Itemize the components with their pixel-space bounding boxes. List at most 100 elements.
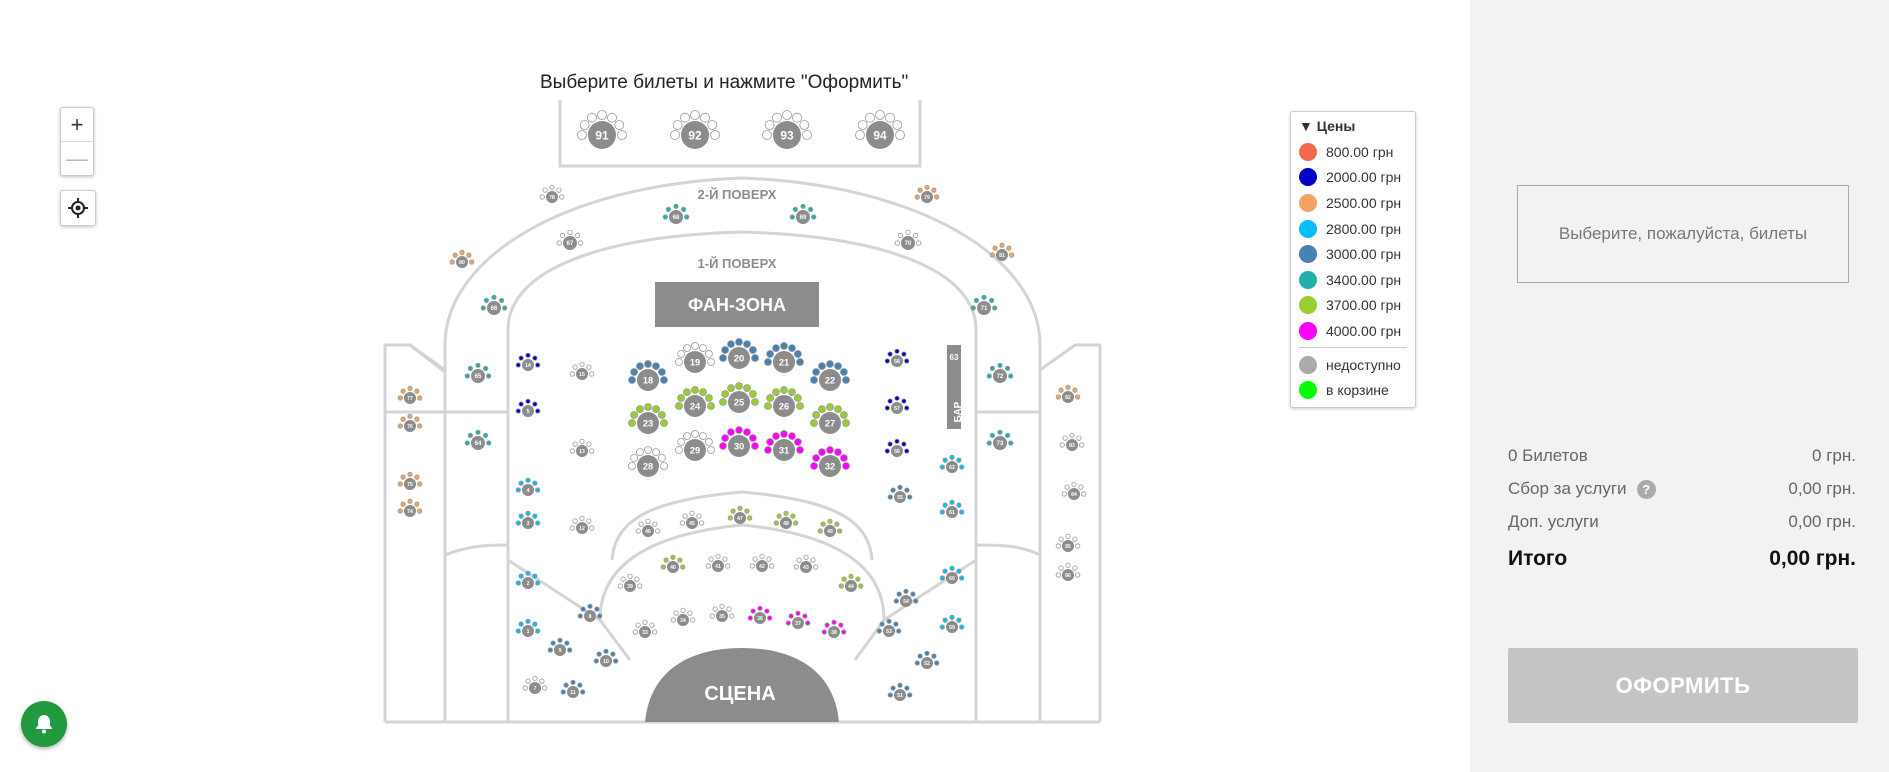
seat[interactable] [630,411,638,419]
table-27[interactable]: 27 [810,403,850,435]
seat[interactable] [751,398,759,406]
seat[interactable] [535,580,541,586]
seat[interactable] [480,305,486,311]
seat[interactable] [680,206,687,212]
seat[interactable] [810,462,818,470]
seat[interactable] [556,240,562,246]
seat[interactable] [607,112,617,123]
locate-button[interactable] [60,190,96,226]
seat[interactable] [563,682,569,688]
table-disc[interactable] [576,368,588,380]
seat[interactable] [557,637,563,643]
seat[interactable] [1064,484,1070,490]
seat[interactable] [515,362,521,368]
seat[interactable] [986,373,992,379]
seat[interactable] [637,583,643,589]
seat[interactable] [719,354,727,362]
table-disc[interactable] [546,191,558,203]
table-18[interactable]: 18 [628,360,668,392]
seat[interactable] [535,628,541,634]
table-disc[interactable] [522,625,534,637]
table-disc[interactable] [819,412,841,434]
seat[interactable] [894,348,900,354]
seat[interactable] [699,388,707,397]
seat[interactable] [644,446,652,454]
seat[interactable] [683,388,691,397]
table-14[interactable]: 14 [515,352,541,371]
seat[interactable] [826,403,834,411]
table-disc[interactable] [921,657,933,669]
table-12[interactable]: 12 [569,515,595,534]
seat[interactable] [683,344,691,353]
table-disc[interactable] [686,517,698,529]
seat[interactable] [959,624,965,630]
seat[interactable] [884,448,890,454]
table-38[interactable]: 38 [821,619,847,638]
seat[interactable] [665,206,672,212]
seat[interactable] [913,598,919,604]
seat[interactable] [959,509,965,515]
seat[interactable] [683,432,691,441]
table-disc[interactable] [728,391,750,413]
seat[interactable] [1009,252,1015,258]
seat[interactable] [579,361,585,367]
zoom-out-button[interactable]: — [61,141,93,175]
seat[interactable] [525,477,531,483]
table-86[interactable]: 86 [1055,562,1081,581]
seat[interactable] [572,364,578,370]
table-disc[interactable] [639,626,651,638]
table-82[interactable]: 82 [1055,384,1081,403]
table-disc[interactable] [642,525,654,537]
table-disc[interactable] [894,491,906,503]
seat[interactable] [663,557,669,563]
seat[interactable] [904,487,910,493]
table-disc[interactable] [716,610,728,622]
legend-price-row[interactable]: 2800.00 грн [1299,216,1415,242]
seat[interactable] [773,520,779,526]
seat[interactable] [956,568,962,574]
seat[interactable] [766,350,774,358]
seat[interactable] [525,352,531,358]
seat[interactable] [467,432,473,438]
seat[interactable] [812,368,820,376]
seat[interactable] [794,350,802,358]
table-42[interactable]: 42 [749,553,775,572]
table-1[interactable]: 1 [515,618,541,637]
seat[interactable] [466,252,472,258]
seat[interactable] [989,365,996,371]
seat[interactable] [564,640,570,646]
seat[interactable] [989,252,995,258]
seat[interactable] [628,462,636,470]
table-3[interactable]: 3 [515,510,541,529]
seat[interactable] [675,446,683,454]
seat[interactable] [749,434,757,442]
table-disc[interactable] [891,402,903,414]
seat[interactable] [795,610,801,616]
seat[interactable] [810,557,816,563]
seat[interactable] [469,259,475,265]
table-53[interactable]: 53 [876,618,902,637]
seat[interactable] [793,520,799,526]
table-disc[interactable] [901,236,915,250]
seat[interactable] [518,480,524,486]
table-disc[interactable] [996,249,1008,261]
table-81[interactable]: 81 [989,242,1015,261]
seat[interactable] [780,342,788,350]
seat[interactable] [677,350,685,358]
seat[interactable] [917,187,923,193]
seat[interactable] [764,608,770,614]
seat[interactable] [904,448,910,454]
seat[interactable] [782,110,792,120]
seat[interactable] [735,426,743,434]
seat[interactable] [749,390,757,398]
table-disc[interactable] [1062,540,1074,552]
seat[interactable] [652,448,660,457]
legend-price-row[interactable]: 3700.00 грн [1299,293,1415,319]
seat[interactable] [831,619,837,625]
seat[interactable] [826,360,834,368]
seat[interactable] [699,520,705,526]
seat[interactable] [630,368,638,376]
seat[interactable] [726,606,732,612]
seat[interactable] [772,388,780,397]
seat[interactable] [942,568,948,574]
